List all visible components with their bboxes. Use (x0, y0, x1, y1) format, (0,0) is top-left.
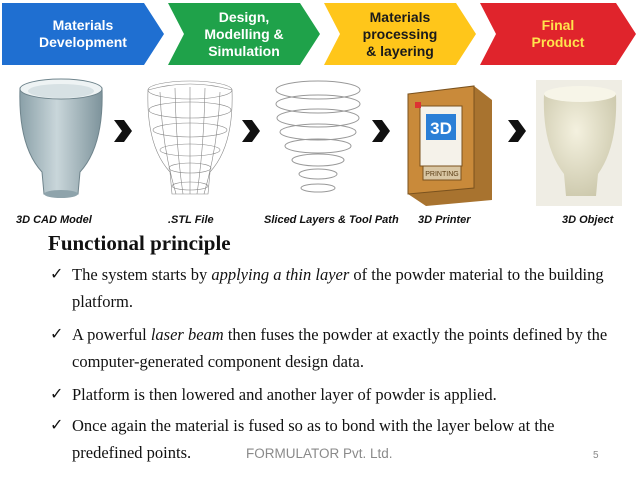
process-banner: Materials Development Design, Modelling … (0, 0, 638, 70)
bullet-item: ✓ A powerful laser beam then fuses the p… (50, 321, 610, 375)
printer-panel-label: PRINTING (425, 171, 458, 178)
printed-object-icon (536, 80, 622, 206)
caption-3d-printer: 3D Printer (418, 214, 471, 226)
step-final-product: Final Product (480, 3, 636, 65)
chevron-right-icon (114, 120, 132, 142)
chevron-right-icon (372, 120, 390, 142)
caption-3d-object: 3D Object (562, 214, 614, 226)
vase-model-icon (19, 78, 103, 198)
step-materials-development: Materials Development (2, 3, 164, 65)
chevron-right-icon (508, 120, 526, 142)
wireframe-vase-icon (147, 80, 233, 195)
printer-badge: 3D (430, 119, 452, 138)
stage-illustrations: 3D PRINTING (19, 78, 622, 206)
bullet-item: ✓ Platform is then lowered and another l… (50, 381, 610, 408)
check-icon: ✓ (50, 386, 64, 403)
footer-company: FORMULATOR Pvt. Ltd. (246, 446, 393, 461)
bullet-item: ✓ Once again the material is fused so as… (50, 412, 590, 466)
caption-cad-model: 3D CAD Model (16, 214, 92, 226)
page-number: 5 (593, 450, 599, 461)
check-icon: ✓ (50, 417, 64, 434)
section-heading: Functional principle (48, 231, 231, 255)
caption-sliced-layers: Sliced Layers & Tool Path (264, 214, 399, 226)
sliced-layers-icon (275, 80, 361, 193)
check-icon: ✓ (50, 266, 64, 283)
step-materials-processing: Materials processing & layering (324, 3, 476, 65)
step-design-modelling: Design, Modelling & Simulation (168, 3, 320, 65)
printer-icon: 3D PRINTING (407, 85, 492, 206)
check-icon: ✓ (50, 326, 64, 343)
chevron-right-icon (242, 120, 260, 142)
caption-stl-file: .STL File (168, 214, 214, 226)
bullet-item: ✓ The system starts by applying a thin l… (50, 261, 610, 315)
